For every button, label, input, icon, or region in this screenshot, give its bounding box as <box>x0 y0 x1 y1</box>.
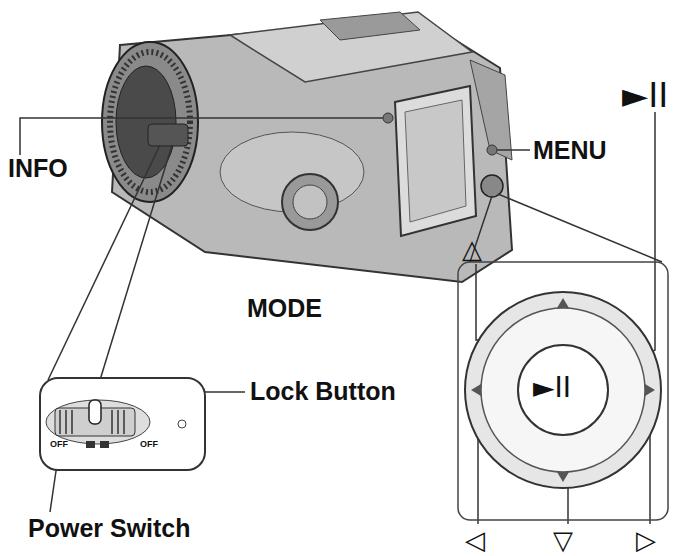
switch-slot <box>46 400 150 444</box>
mode-dial <box>282 174 338 230</box>
direction-symbol: ▽ <box>553 527 573 553</box>
lcd-panel <box>405 100 466 222</box>
control-button <box>481 175 503 197</box>
lock-button <box>89 400 101 424</box>
leader-lines <box>20 112 662 524</box>
part-label: Power Switch <box>28 516 191 541</box>
direction-symbol: ▷ <box>636 527 656 553</box>
camera-grip <box>470 60 512 160</box>
camera-mode-icon <box>86 441 95 448</box>
mode-dial-center <box>293 185 327 219</box>
lcd-screen <box>395 86 476 236</box>
lens-barrel <box>102 42 198 202</box>
power-switch-inset <box>40 378 205 470</box>
play-mode-icon <box>100 441 109 448</box>
ring-arrows <box>471 298 655 482</box>
camera-top <box>230 12 472 82</box>
part-label: MODE <box>247 296 322 321</box>
control-inset-frame <box>458 262 668 520</box>
control-ring <box>481 308 645 472</box>
button-symbol: ►II <box>622 78 668 112</box>
center-button <box>518 345 608 435</box>
button-symbol: ►II <box>533 374 571 402</box>
menu-button <box>487 145 497 155</box>
part-label: INFO <box>8 156 68 181</box>
direction-symbol: ◁ <box>465 527 485 553</box>
direction-symbol: △ <box>462 236 482 262</box>
switch-marking: OFF <box>140 440 158 449</box>
control-ring-outer <box>465 292 661 488</box>
power-switch-body <box>148 124 188 146</box>
indicator <box>178 420 186 428</box>
lens-ring <box>110 52 190 192</box>
part-label: MENU <box>533 138 607 163</box>
info-button <box>383 113 393 123</box>
part-label: Lock Button <box>250 379 396 404</box>
switch-marking: OFF <box>50 440 68 449</box>
top-buttons <box>320 12 420 40</box>
